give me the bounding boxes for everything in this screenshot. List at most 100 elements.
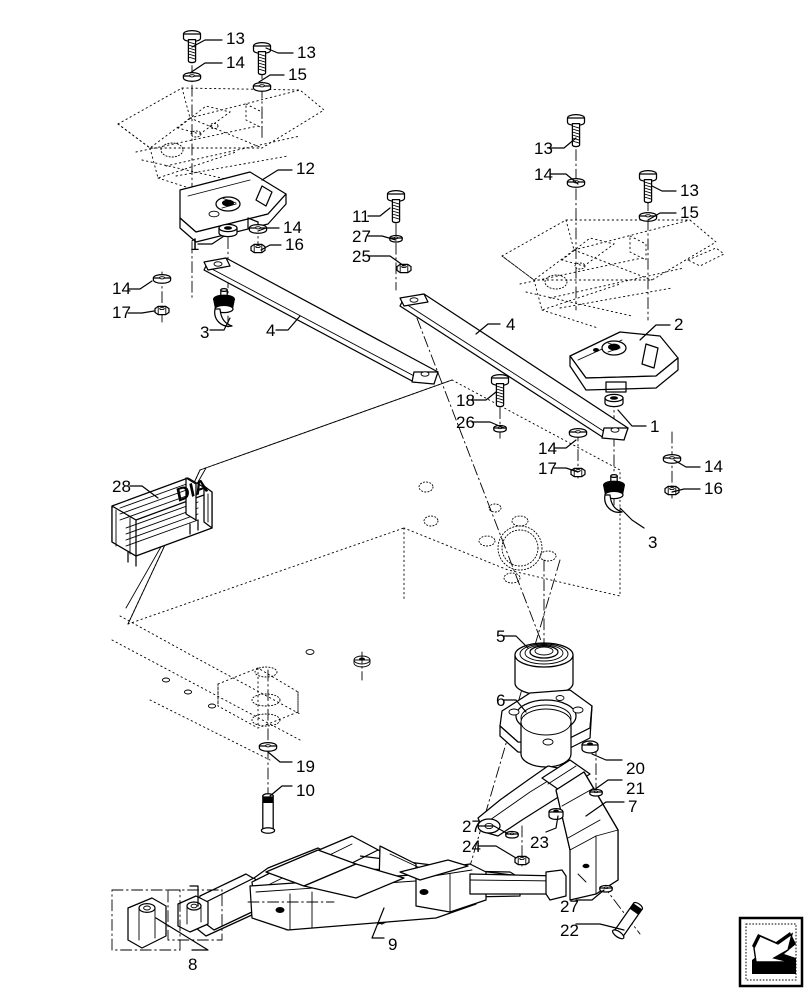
callout-10: 10 xyxy=(296,781,315,800)
leader-lines xyxy=(127,39,701,951)
part-13-carriage-bolt xyxy=(566,113,586,148)
part-19b-washer-top xyxy=(353,655,371,668)
callout-15: 15 xyxy=(288,65,307,84)
part-27-flat-washer xyxy=(505,830,519,839)
callout-19: 19 xyxy=(296,757,315,776)
leader-line-17 xyxy=(553,467,579,473)
callout-6: 6 xyxy=(496,691,506,710)
part-11-hex-bolt xyxy=(386,189,406,224)
callout-20: 20 xyxy=(626,759,645,778)
callout-15: 15 xyxy=(680,203,699,222)
callout-14: 14 xyxy=(226,53,245,72)
callout-22: 22 xyxy=(560,921,579,940)
part-5-bearing xyxy=(514,642,574,696)
part-19-washer xyxy=(258,741,278,752)
callout-27: 27 xyxy=(462,817,481,836)
callout-13: 13 xyxy=(226,29,245,48)
part-2-mounting-plate-right xyxy=(569,331,679,393)
part-28-shipping-crate: DIA xyxy=(111,475,213,567)
leader-line-13 xyxy=(265,47,294,54)
leader-line-14 xyxy=(189,62,223,74)
leader-line-2 xyxy=(639,324,671,341)
part-4-brace-bar-right xyxy=(399,293,629,441)
callout-17: 17 xyxy=(538,459,557,478)
callout-26: 26 xyxy=(456,413,475,432)
callout-17: 17 xyxy=(112,303,131,322)
callout-13: 13 xyxy=(680,181,699,200)
callout-5: 5 xyxy=(496,627,506,646)
leader-line-6 xyxy=(503,699,527,713)
right-frame-lug-phantom xyxy=(501,219,725,329)
machine-frame-phantom xyxy=(111,379,621,761)
callout-28: 28 xyxy=(112,477,131,496)
leader-line-1 xyxy=(197,235,225,245)
leader-line-14 xyxy=(549,173,579,185)
leader-line-3 xyxy=(209,317,231,331)
callout-14: 14 xyxy=(283,218,302,237)
callout-14: 14 xyxy=(704,457,723,476)
callout-21: 21 xyxy=(626,779,645,798)
leader-line-21 xyxy=(593,779,623,791)
callout-16: 16 xyxy=(285,235,304,254)
part-15-lock-nut xyxy=(252,81,272,92)
callout-25: 25 xyxy=(352,247,371,266)
leader-line-23 xyxy=(545,815,559,833)
leader-line-25 xyxy=(367,255,405,267)
leader-line-1 xyxy=(617,409,647,427)
part-6-bearing-housing xyxy=(499,689,593,768)
leader-line-5 xyxy=(503,635,529,649)
part-17-hex-nut xyxy=(154,305,170,316)
leader-line-26 xyxy=(471,421,505,429)
leader-line-17 xyxy=(127,310,155,314)
part-21-lock-washer xyxy=(589,788,603,797)
part-8-cylinder-end-block xyxy=(111,889,181,951)
callout-1: 1 xyxy=(650,417,660,436)
part-14-flat-washer xyxy=(568,427,588,438)
callout-3: 3 xyxy=(200,323,210,342)
callout-8: 8 xyxy=(188,955,198,974)
leader-line-14 xyxy=(127,280,153,290)
callout-24: 24 xyxy=(462,837,481,856)
callout-9: 9 xyxy=(388,935,398,954)
callout-2: 2 xyxy=(674,315,684,334)
callout-13: 13 xyxy=(534,139,553,158)
callout-23: 23 xyxy=(530,833,549,852)
part-23-retaining-pin xyxy=(548,807,564,821)
part-14-flat-washer xyxy=(182,71,202,82)
callout-16: 16 xyxy=(704,479,723,498)
callout-4: 4 xyxy=(266,321,276,340)
leader-line-15 xyxy=(258,74,285,83)
part-9-hydraulic-cylinder xyxy=(167,835,567,941)
leader-line-3 xyxy=(619,507,645,529)
leader-line-24 xyxy=(477,845,517,859)
leader-line-13 xyxy=(191,39,223,48)
left-frame-lug-phantom xyxy=(117,87,325,197)
part-22-clevis-pin xyxy=(610,899,646,941)
part-20-set-screw xyxy=(581,740,599,754)
leader-line-13 xyxy=(549,137,577,149)
leader-line-20 xyxy=(591,753,623,761)
part-1-bushing xyxy=(604,393,624,408)
part-24-nut xyxy=(514,855,530,866)
part-4-brace-bar-left xyxy=(203,257,439,385)
leader-line-8 xyxy=(155,917,209,951)
part-3-pivot-bushing xyxy=(602,473,626,513)
callout-3: 3 xyxy=(648,533,658,552)
leader-line-27 xyxy=(575,889,605,901)
leader-line-15 xyxy=(647,212,677,221)
leader-line-14 xyxy=(553,439,577,449)
leader-line-28 xyxy=(129,485,159,499)
callout-11: 11 xyxy=(352,207,370,226)
leader-line-10 xyxy=(269,785,293,797)
part-18-hex-bolt xyxy=(490,373,510,408)
leader-line-16 xyxy=(260,244,282,251)
callout-14: 14 xyxy=(534,165,553,184)
callout-12: 12 xyxy=(296,159,315,178)
leader-line-4 xyxy=(475,323,501,335)
leader-line-27 xyxy=(367,235,397,241)
callout-27: 27 xyxy=(352,227,371,246)
callout-13: 13 xyxy=(297,43,316,62)
callout-14: 14 xyxy=(538,439,557,458)
leader-line-4 xyxy=(275,315,301,331)
